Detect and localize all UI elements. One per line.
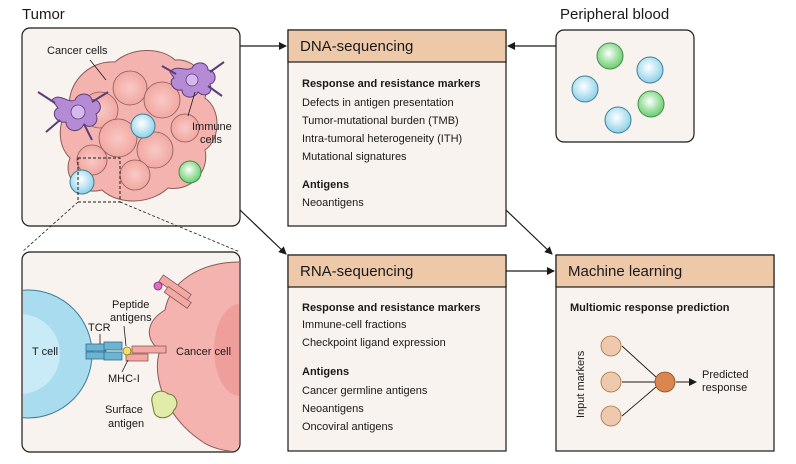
arrow-dna-to-ml: [505, 209, 553, 255]
tcr-label: TCR: [88, 322, 111, 334]
input-node-3: [600, 405, 622, 427]
peptide-leader: [123, 325, 127, 347]
surface-antigen-shape: [151, 390, 178, 419]
immune-cell-purple-left: [37, 91, 109, 141]
ml-subtitle: Multiomic response prediction: [570, 302, 730, 314]
blood-cell-blue-1: [636, 56, 664, 84]
ml-network: [600, 335, 697, 427]
tumor-title: Tumor: [22, 6, 65, 23]
ml-box: [555, 254, 775, 452]
cancer-cells-label: Cancer cells: [47, 45, 108, 57]
dna-antigen-item: Neoantigens: [302, 197, 364, 209]
arrow-tumor-to-rna: [239, 209, 287, 255]
dna-marker-item: Tumor-mutational burden (TMB): [302, 115, 459, 127]
input-node-2: [600, 371, 622, 393]
blood-cell-blue-3: [604, 106, 632, 134]
output-node: [654, 371, 676, 393]
dna-markers-heading: Response and resistance markers: [302, 78, 481, 90]
input-markers-label: Input markers: [575, 350, 587, 418]
blood-cell-blue-2: [571, 75, 599, 103]
blood-title: Peripheral blood: [560, 6, 670, 23]
rna-title: RNA-sequencing: [300, 263, 414, 280]
zoom-region: [77, 157, 121, 203]
zoom-line-left: [21, 201, 79, 253]
blood-cell-green-2: [637, 90, 665, 118]
predicted-label-1: Predicted: [702, 369, 749, 381]
mhc-leader: [121, 359, 129, 373]
immune-cells-label-1: Immune: [192, 121, 232, 133]
dna-box: [287, 29, 507, 227]
surface-antigen-label-1: Surface: [105, 404, 143, 416]
peptide-antigen-shape: [153, 274, 192, 309]
tumor-blue-cell-2: [69, 169, 95, 195]
dna-marker-item: Intra-tumoral heterogeneity (ITH): [302, 133, 463, 145]
predicted-label-2: response: [702, 382, 748, 394]
rna-box-header: [287, 254, 507, 288]
blood-cell-green-1: [596, 42, 624, 70]
dna-marker-item: Mutational signatures: [302, 151, 407, 163]
immune-cell-purple-right: [161, 61, 225, 98]
rna-markers-heading: Response and resistance markers: [302, 302, 481, 314]
dna-antigens-heading: Antigens: [302, 179, 350, 191]
mhc-label: MHC-I: [108, 373, 140, 385]
dna-marker-item: Defects in antigen presentation: [302, 97, 454, 109]
rna-antigen-item: Oncoviral antigens: [302, 421, 394, 433]
peptide-label-1: Peptide: [112, 299, 150, 311]
rna-marker-item: Checkpoint ligand expression: [302, 337, 446, 349]
dna-box-header: [287, 29, 507, 63]
rna-box: [287, 254, 507, 452]
rna-antigen-item: Neoantigens: [302, 403, 364, 415]
peptide-label-2: antigens: [110, 312, 152, 324]
zoom-line-right: [119, 201, 241, 253]
ml-title: Machine learning: [568, 263, 683, 280]
immune-cells-leader: [187, 91, 196, 117]
ml-box-header: [555, 254, 775, 288]
input-node-1: [600, 335, 622, 357]
rna-antigen-item: Cancer germline antigens: [302, 385, 428, 397]
immune-cells-label-2: cells: [200, 134, 223, 146]
rna-antigens-heading: Antigens: [302, 366, 350, 378]
tumor-blue-cell-1: [130, 113, 156, 139]
tcr-mhc-complex: [85, 341, 167, 362]
surface-antigen-label-2: antigen: [108, 418, 145, 430]
cancer-cells-leader: [89, 59, 107, 81]
t-cell-label: T cell: [32, 346, 59, 358]
dna-title: DNA-sequencing: [300, 38, 414, 55]
rna-marker-item: Immune-cell fractions: [302, 319, 407, 331]
tumor-green-cell: [178, 160, 202, 184]
cancer-cell-label: Cancer cell: [176, 346, 232, 358]
